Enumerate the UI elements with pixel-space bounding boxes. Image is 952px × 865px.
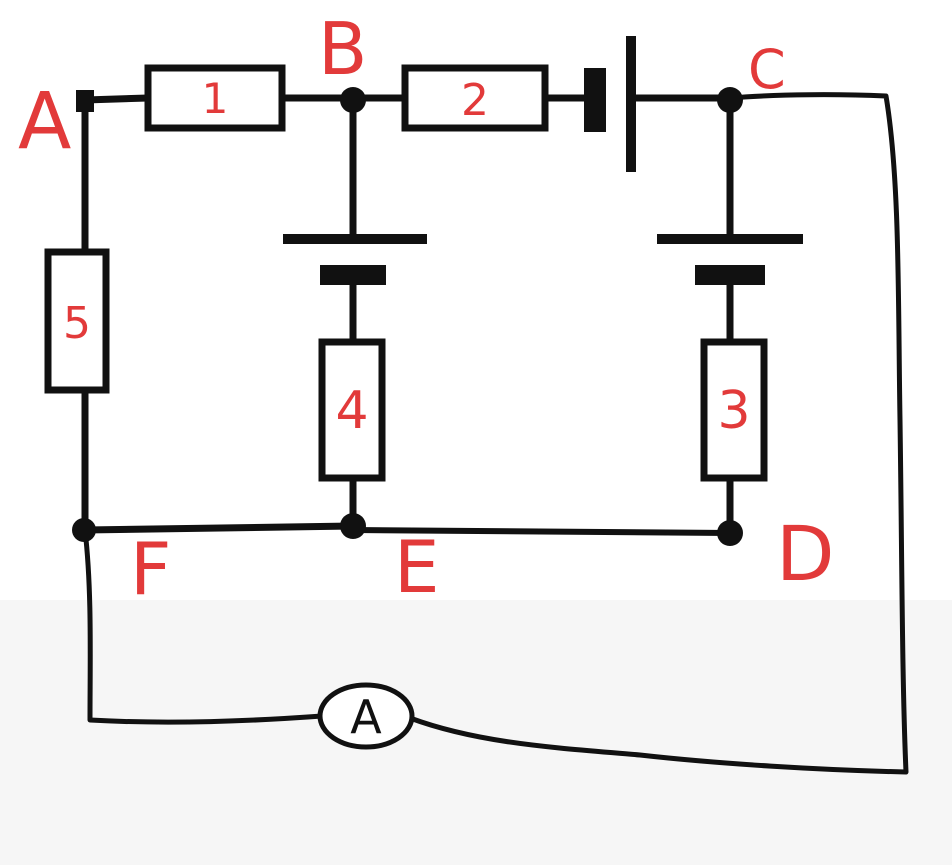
background-bottom — [0, 600, 952, 865]
resistor-3 — [700, 338, 768, 482]
node-labels: A B C D E F — [18, 7, 835, 611]
batteries — [283, 36, 803, 285]
battery-top-short-plate — [584, 68, 606, 132]
node-label-f: F — [130, 527, 171, 611]
resistor-labels: 1 2 5 4 3 — [63, 74, 751, 441]
wire-f-e — [81, 522, 357, 534]
junction-d — [717, 520, 743, 546]
resistor-2 — [401, 64, 549, 132]
resistor-5 — [44, 248, 110, 394]
ammeter-symbol: A — [350, 690, 382, 744]
resistor-1-label: 1 — [202, 74, 229, 123]
battery-middle-long-plate — [283, 234, 427, 244]
battery-middle-short-plate — [320, 265, 386, 285]
junction-b — [340, 87, 366, 113]
resistor-3-label: 3 — [717, 381, 750, 441]
resistor-2-label: 2 — [461, 75, 489, 126]
resistor-4-label: 4 — [335, 381, 368, 441]
junction-a — [76, 90, 94, 112]
resistor-5-label: 5 — [63, 298, 91, 349]
node-label-c: C — [748, 38, 786, 101]
node-label-a: A — [18, 77, 71, 167]
node-label-e: E — [394, 525, 440, 609]
wire-a-r1 — [81, 94, 152, 104]
ammeter-circle — [317, 682, 415, 750]
resistors — [44, 64, 768, 482]
wires — [81, 92, 909, 775]
battery-right-long-plate — [657, 234, 803, 244]
ammeter: A — [317, 682, 415, 750]
junction-c — [717, 87, 743, 113]
junction-e — [340, 513, 366, 539]
node-label-b: B — [318, 7, 367, 91]
wire-outer-loop-right — [407, 92, 909, 775]
wire-outer-loop-left — [82, 527, 325, 725]
junction-f — [72, 518, 96, 542]
resistor-4 — [318, 338, 386, 482]
node-label-d: D — [776, 509, 835, 598]
resistor-1 — [144, 64, 286, 132]
battery-right-short-plate — [695, 265, 765, 285]
junctions — [72, 87, 743, 546]
battery-top-long-plate — [626, 36, 636, 172]
wire-e-d — [350, 527, 733, 536]
